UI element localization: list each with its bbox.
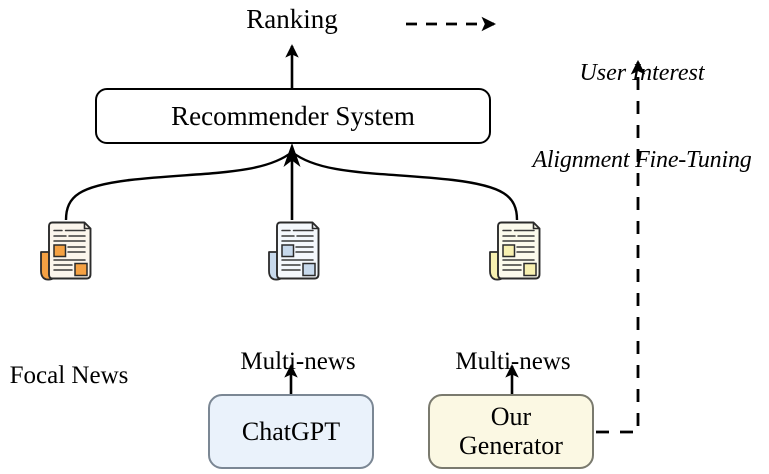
recommender-system-label: Recommender System [171,100,415,131]
multi-news-label-right-line-1: Multi-news [455,348,571,375]
title-line-2: Alignment Fine-Tuning [532,147,752,174]
news-document-icon-blue [268,221,320,281]
chatgpt-box[interactable]: ChatGPT [208,394,374,469]
multi-news-label-center-line-1: Multi-news [240,348,356,375]
our-generator-label-line-2: Generator [459,430,563,460]
recommender-system-box[interactable]: Recommender System [95,88,491,144]
our-generator-label-line-1: Our [490,401,532,431]
news-document-icon-yellow [489,221,541,281]
user-interest-alignment-title: User Interest Alignment Fine-Tuning [515,0,769,234]
title-line-1: User Interest [579,59,705,86]
focal-news-label: Focal News [0,306,138,446]
focal-news-label-line-1: Focal News [9,362,129,389]
arrow-sources-to-recommender [64,143,519,221]
chatgpt-label: ChatGPT [241,416,341,446]
our-generator-box[interactable]: Our Generator [428,394,594,469]
news-document-icon-orange [40,221,92,281]
ranking-label: Ranking [246,4,338,34]
arrow-generator-to-finetuning-dashed [596,59,646,434]
